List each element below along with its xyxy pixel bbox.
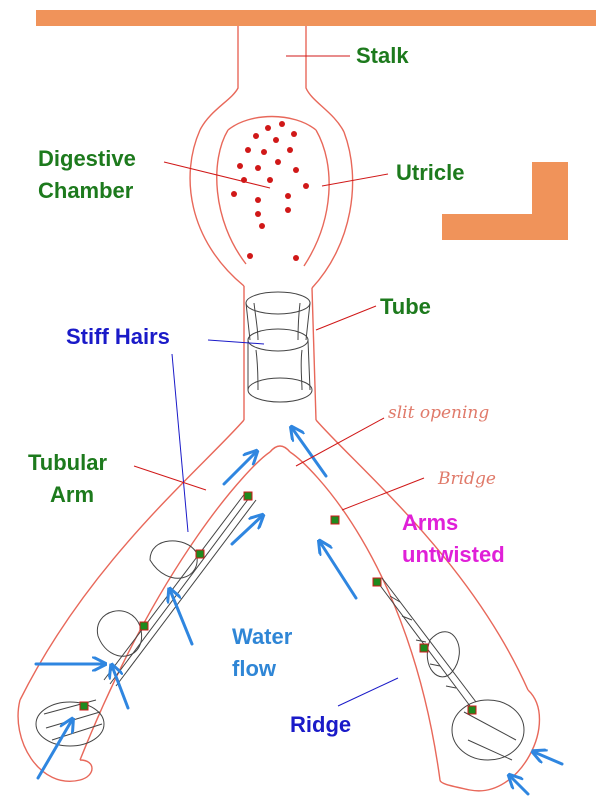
water-flow-label-line1: Water (232, 624, 293, 649)
tubular-arm-label-line2: Arm (50, 482, 94, 507)
leader-lines (133, 55, 425, 707)
utricle-label: Utricle (396, 160, 464, 185)
stiff-hairs-label: Stiff Hairs (66, 324, 170, 349)
side-support-bar-horizontal (442, 214, 568, 240)
tubular-arms (17, 419, 540, 792)
ridge-label: Ridge (290, 712, 351, 737)
stalk-label: Stalk (356, 43, 409, 68)
right-arm-hairs (375, 577, 525, 761)
top-support-bar (36, 10, 596, 26)
side-support-bar-vertical (532, 162, 568, 222)
tubular-arm-label-line1: Tubular (28, 450, 107, 475)
digestive-dots (231, 121, 309, 261)
left-arm-hairs (35, 491, 257, 747)
digestive-chamber-label-line2: Chamber (38, 178, 134, 203)
digestive-chamber-label-line1: Digestive (38, 146, 136, 171)
arms-untwisted-label-line1: Arms (402, 510, 458, 535)
arms-untwisted-label-line2: untwisted (402, 542, 505, 567)
stalk (199, 26, 345, 133)
tube (243, 286, 317, 421)
bridge-label: Bridge (437, 469, 496, 489)
tube-label: Tube (380, 294, 431, 319)
support-bars (36, 10, 596, 240)
bridge-markers (79, 491, 477, 715)
water-flow-arrows (34, 428, 564, 796)
slit-opening-label: slit opening (388, 403, 489, 423)
utricle (189, 115, 354, 289)
water-flow-label-line2: flow (232, 656, 277, 681)
